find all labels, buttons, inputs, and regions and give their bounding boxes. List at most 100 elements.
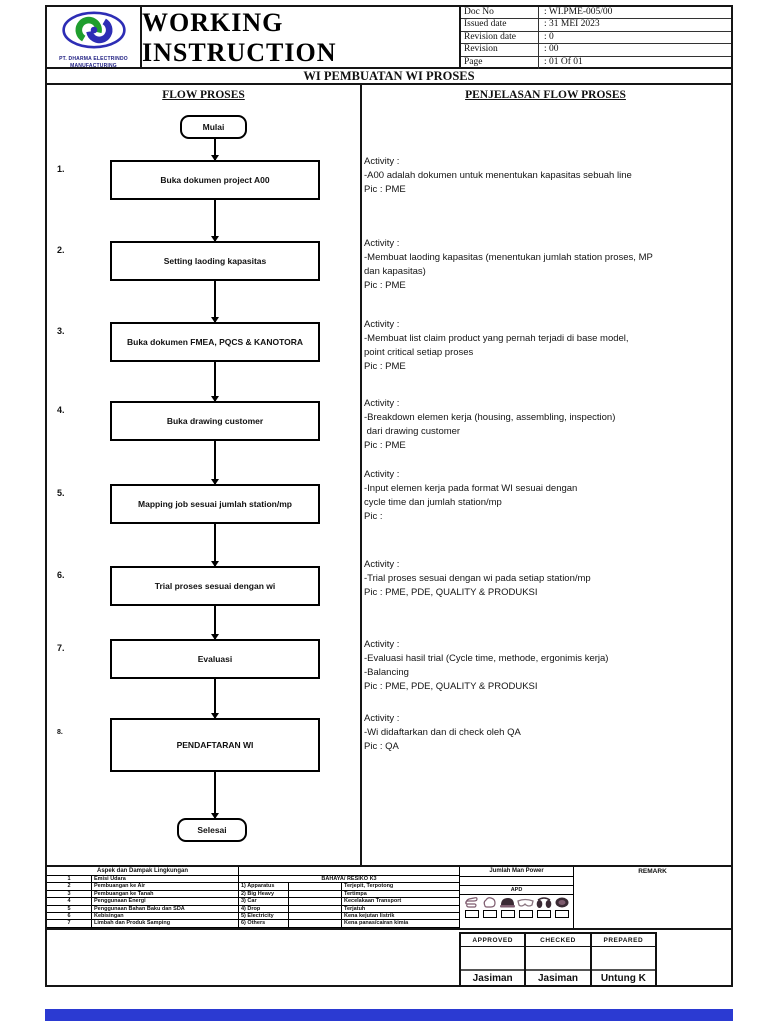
- page-title: WORKING INSTRUCTION: [142, 8, 337, 67]
- bahaya-risk: Terjatuh: [344, 905, 366, 912]
- aspek-table-title: Aspek dan Dampak Lingkungan: [47, 867, 239, 875]
- explanation-line: Activity :: [364, 469, 400, 480]
- explanation-line: -A00 adalah dokumen untuk menentukan kap…: [364, 170, 632, 181]
- flow-arrow: [211, 362, 218, 402]
- aspek-label: Kebisingan: [92, 913, 239, 920]
- remark-title: REMARK: [638, 868, 667, 875]
- bahaya-name: 6) Others: [239, 920, 289, 927]
- earmuff-icon: [536, 897, 551, 908]
- document-frame: PT. DHARMA ELECTRINDO MANUFACTURING WORK…: [45, 5, 733, 987]
- approval-header: PREPARED: [591, 934, 655, 947]
- aspek-label: Pembuangan ke Air: [92, 883, 239, 890]
- approval-column-prepared: PREPARED Untung K: [591, 934, 655, 985]
- flow-step-box-5: Mapping job sesuai jumlah station/mp: [110, 484, 320, 524]
- aspek-no: 3: [47, 891, 92, 898]
- explanation-line: cycle time dan jumlah station/mp: [364, 497, 502, 508]
- step-number: 4.: [57, 405, 65, 415]
- flow-arrow: [211, 524, 218, 567]
- step-number: 3.: [57, 326, 65, 336]
- flow-arrow: [211, 281, 218, 323]
- remark-block: REMARK: [574, 867, 731, 928]
- cap-icon: [500, 898, 515, 908]
- tables-bottom-border: [47, 928, 731, 930]
- explanation-step-3: Activity : -Membuat list claim product y…: [364, 318, 728, 374]
- explanation-step-2: Activity : -Membuat laoding kapasitas (m…: [364, 237, 728, 293]
- apd-slot: [499, 896, 516, 918]
- approval-column-approved: APPROVED Jasiman: [461, 934, 527, 985]
- explanation-line: dan kapasitas): [364, 266, 426, 277]
- explanation-line: Pic :: [364, 511, 383, 522]
- footer-bar: [45, 1009, 733, 1021]
- doc-info-label: Doc No: [461, 7, 539, 19]
- explanation-line: Activity :: [364, 639, 400, 650]
- explanation-line: Activity :: [364, 559, 400, 570]
- explanation-line: Pic : PME: [364, 361, 406, 372]
- explanation-line: Pic : QA: [364, 741, 399, 752]
- man-power-title: Jumlah Man Power: [460, 867, 573, 877]
- aspek-no: 7: [47, 920, 92, 927]
- aspek-label: Emisi Udara: [92, 876, 239, 883]
- flow-end-terminal: Selesai: [177, 818, 247, 842]
- preparer-name: Untung K: [591, 969, 655, 985]
- explanation-line: Activity :: [364, 319, 400, 330]
- explanation-step-8: Activity : -Wi didaftarkan dan di check …: [364, 712, 728, 754]
- explanation-line: -Breakdown elemen kerja (housing, assemb…: [364, 412, 616, 423]
- doc-info-row: Issued date : 31 MEI 2023: [461, 19, 731, 32]
- man-power-empty-row: [460, 877, 573, 886]
- doc-info-value: : 31 MEI 2023: [544, 19, 600, 30]
- explanation-line: -Membuat laoding kapasitas (menentukan j…: [364, 252, 653, 263]
- explanation-line: Pic : PME, PDE, QUALITY & PRODUKSI: [364, 681, 538, 692]
- flow-step-box-1: Buka dokumen project A00: [110, 160, 320, 200]
- aspek-no: 4: [47, 898, 92, 905]
- explanation-line: -Evaluasi hasil trial (Cycle time, metho…: [364, 653, 609, 664]
- empty-cell: [289, 898, 342, 905]
- column-divider: [360, 85, 362, 865]
- empty-cell: [289, 912, 342, 920]
- apd-slot: [553, 896, 570, 918]
- bahaya-name: 4) Drop: [239, 906, 289, 912]
- doc-info-row: Revision date : 0: [461, 31, 731, 45]
- explanation-step-7: Activity : -Evaluasi hasil trial (Cycle …: [364, 638, 728, 694]
- flow-arrow: [211, 139, 218, 161]
- flow-arrow: [211, 606, 218, 640]
- doc-info-row: Revision : 00: [461, 44, 731, 57]
- aspek-label: Penggunaan Bahan Baku dan SDA: [92, 906, 239, 912]
- explanation-line: Activity :: [364, 238, 400, 249]
- man-power-block: Jumlah Man Power APD: [459, 867, 574, 928]
- flow-step-box-6: Trial proses sesuai dengan wi: [110, 566, 320, 606]
- bahaya-name: 1) Apparatus: [239, 883, 289, 890]
- mitten-glove-icon: [483, 897, 496, 908]
- apd-checkbox: [482, 910, 497, 918]
- step-number: 1.: [57, 164, 65, 174]
- doc-info-table: Doc No : WI.PME-005/00 Issued date : 31 …: [459, 7, 731, 69]
- flow-step-box-3: Buka dokumen FMEA, PQCS & KANOTORA: [110, 322, 320, 362]
- doc-info-value: : WI.PME-005/00: [544, 7, 613, 17]
- explanation-line: point critical setiap proses: [364, 347, 474, 358]
- company-logo-cell: PT. DHARMA ELECTRINDO MANUFACTURING: [47, 7, 142, 69]
- explanation-line: Pic : PME: [364, 280, 406, 291]
- apd-checkbox: [536, 910, 551, 918]
- apd-checkbox: [518, 910, 533, 918]
- explanation-line: Pic : PME: [364, 184, 406, 195]
- doc-info-label: Page: [461, 56, 539, 69]
- explanation-line: Activity :: [364, 713, 400, 724]
- bahaya-table-title: BAHAYA/ RESIKO K3: [321, 875, 377, 882]
- bahaya-name: 3) Car: [239, 898, 289, 905]
- bahaya-name: 2) Big Heavy: [239, 891, 289, 898]
- aspek-label: Limbah dan Produk Samping: [92, 920, 239, 927]
- explanation-line: -Balancing: [364, 667, 409, 678]
- empty-cell: [289, 920, 342, 927]
- flow-arrow: [211, 679, 218, 719]
- flow-arrow: [211, 441, 218, 485]
- doc-info-value: : 01 Of 01: [544, 56, 583, 67]
- doc-info-label: Issued date: [461, 19, 539, 31]
- bahaya-risk: Tertimpa: [344, 890, 367, 897]
- aspek-no: 1: [47, 876, 92, 883]
- step-number: 7.: [57, 643, 65, 653]
- doc-info-row: Page : 01 Of 01: [461, 56, 731, 69]
- aspek-label: Penggunaan Energi: [92, 898, 239, 905]
- doc-info-row: Doc No : WI.PME-005/00: [461, 7, 731, 20]
- approval-table: APPROVED Jasiman CHECKED Jasiman PREPARE…: [459, 932, 657, 987]
- aspek-no: 5: [47, 906, 92, 912]
